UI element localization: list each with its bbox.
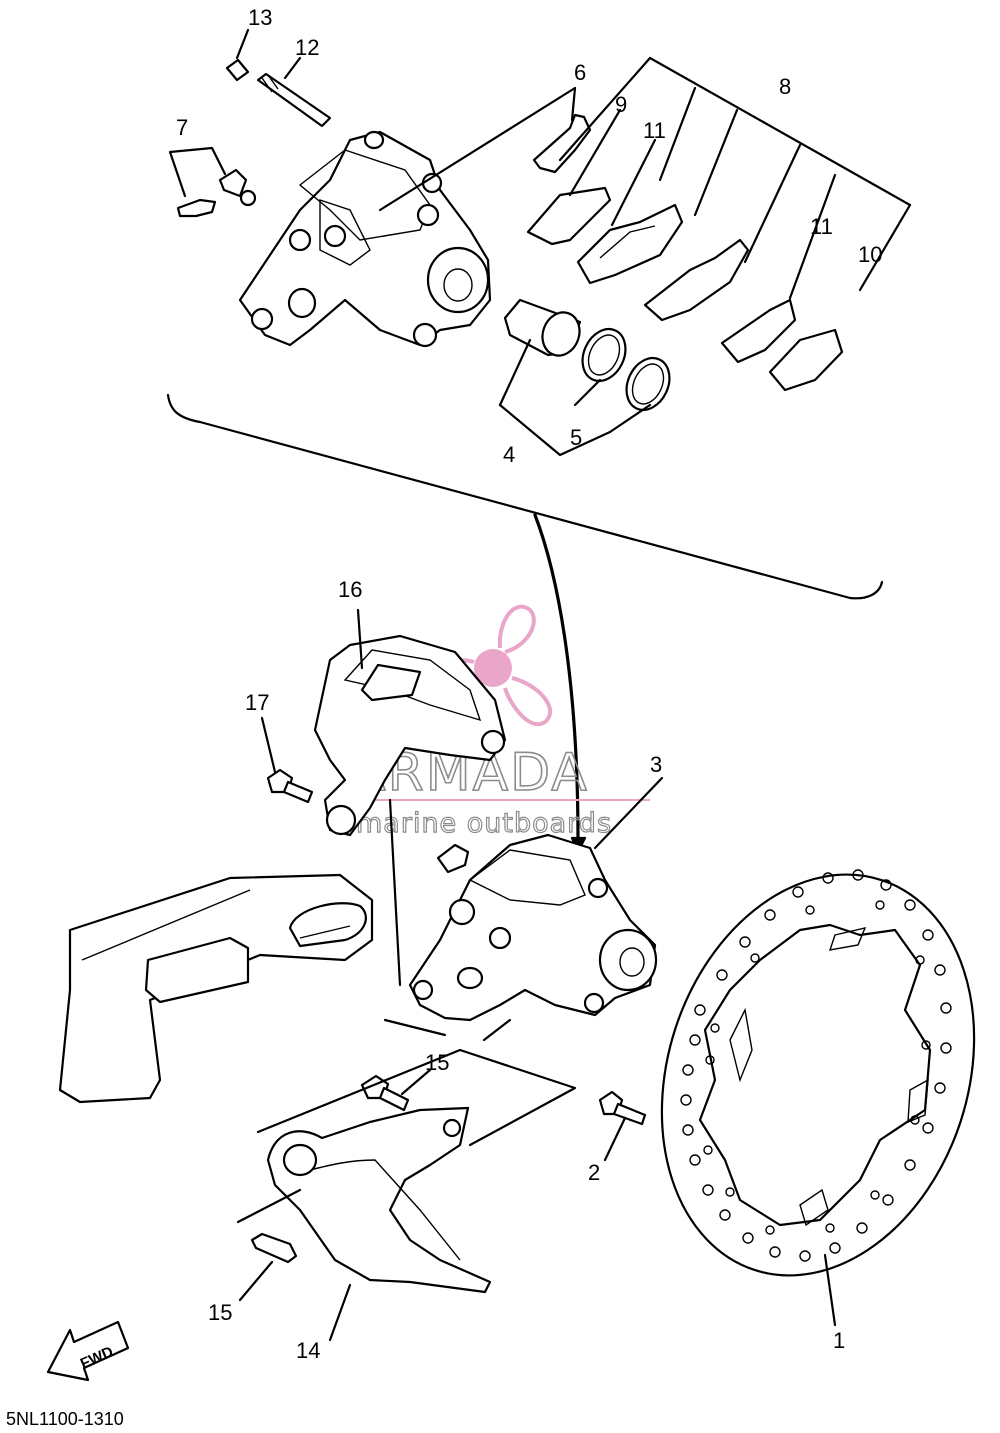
callout-11-lower: 11: [810, 214, 833, 239]
swingarm: [58, 873, 374, 1104]
upper-leader-lines: [235, 28, 912, 457]
callout-7: 7: [176, 115, 188, 140]
callout-labels: 1 2 3 4 5 6 7 8 9 10 11 11 12 13 14 15 1…: [176, 5, 882, 1363]
bleed-screw-7: [168, 146, 257, 218]
lower-leader-lines: [236, 608, 837, 1342]
pad-spring-6: [532, 113, 592, 174]
callout-3: 3: [650, 752, 662, 777]
disc-bolt-2: [598, 1090, 647, 1126]
piston-4: [503, 298, 582, 357]
callout-11-upper: 11: [643, 118, 666, 143]
caliper-body-exploded: [238, 130, 492, 348]
callout-13: 13: [248, 5, 272, 30]
callout-16: 16: [338, 577, 362, 602]
callout-14: 14: [296, 1338, 320, 1363]
fwd-direction-arrow: FWD: [46, 1320, 130, 1382]
callout-1: 1: [833, 1328, 845, 1353]
pin-plug-13: [225, 58, 250, 82]
callout-9: 9: [615, 92, 627, 117]
caliper-assembled-3: [408, 833, 658, 1022]
callout-4: 4: [503, 442, 515, 467]
caliper-bracket-16: [313, 634, 507, 837]
disc-holes: [680, 869, 952, 1262]
callout-8: 8: [779, 74, 791, 99]
callout-10: 10: [858, 242, 882, 267]
caliper-guard-14: [266, 1106, 492, 1294]
callout-6: 6: [574, 60, 586, 85]
brake-disc-1: [660, 869, 976, 1277]
callout-5: 5: [570, 425, 582, 450]
guard-bolt-15-lower: [250, 1232, 298, 1264]
bracket-bolt-17: [266, 768, 314, 804]
callout-15-lower: 15: [208, 1300, 232, 1325]
brake-pads: [526, 186, 844, 392]
watermark-tagline: marine outboards: [356, 808, 612, 839]
caliper-pin-12: [256, 72, 332, 128]
callout-15-upper: 15: [425, 1050, 449, 1075]
callout-12: 12: [295, 35, 319, 60]
diagram-code: 5NL1100-1310: [6, 1409, 124, 1429]
piston-seals-5: [581, 328, 671, 411]
callout-2: 2: [588, 1160, 600, 1185]
callout-17: 17: [245, 690, 269, 715]
